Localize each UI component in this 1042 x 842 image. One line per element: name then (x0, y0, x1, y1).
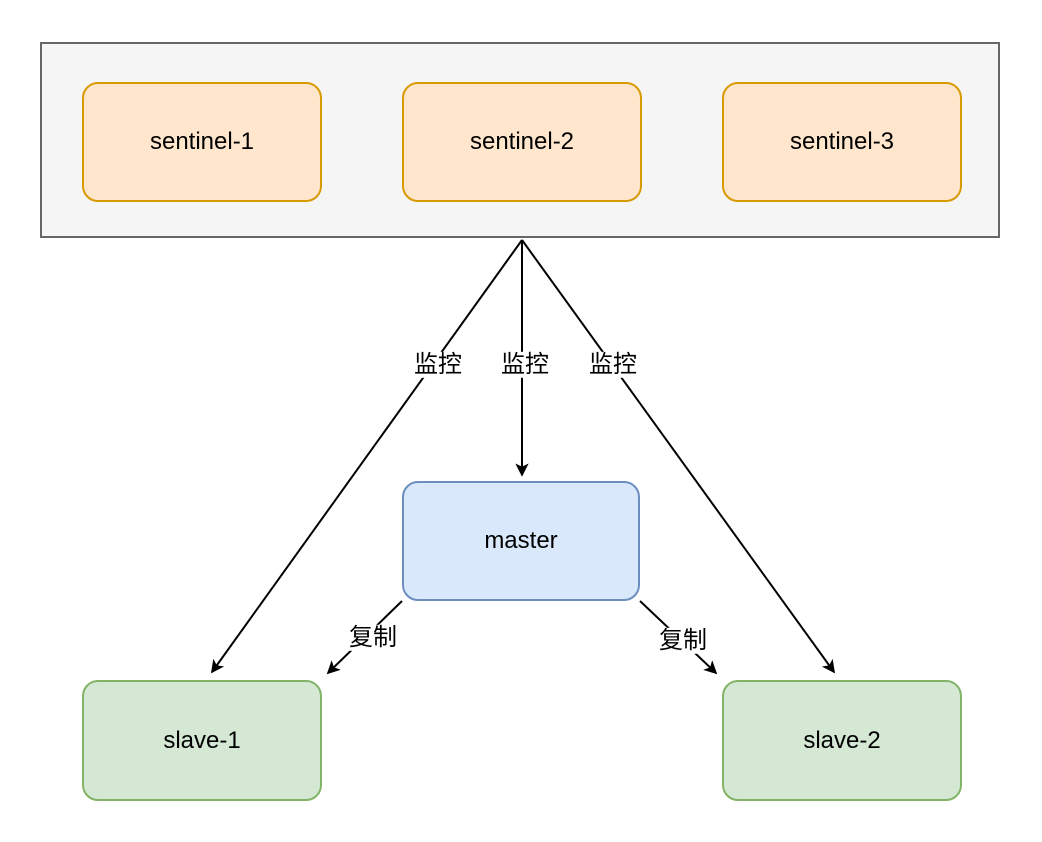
node-sentinel-3-label: sentinel-3 (789, 128, 895, 155)
node-slave-2: slave-2 (722, 680, 962, 801)
node-sentinel-3: sentinel-3 (722, 82, 962, 202)
node-slave-1-label: slave-1 (163, 726, 241, 754)
node-slave-1: slave-1 (82, 680, 322, 801)
edge-label-replicate-slave2: 复制 (657, 626, 709, 655)
node-sentinel-1: sentinel-1 (82, 82, 322, 202)
node-sentinel-1-label: sentinel-1 (149, 128, 255, 155)
edge-monitor-slave1-arrow (212, 239, 523, 672)
node-slave-2-label: slave-2 (803, 726, 881, 754)
node-sentinel-2-label: sentinel-2 (469, 128, 575, 155)
edge-label-monitor-slave2: 监控 (587, 350, 639, 379)
node-sentinel-2: sentinel-2 (402, 82, 642, 202)
node-master-label: master (484, 527, 558, 554)
node-master: master (402, 481, 640, 601)
edge-monitor-slave2-arrow (521, 239, 834, 672)
edge-label-replicate-slave1: 复制 (347, 623, 399, 652)
edge-label-monitor-master: 监控 (499, 350, 551, 379)
edge-label-monitor-slave1: 监控 (412, 350, 464, 379)
